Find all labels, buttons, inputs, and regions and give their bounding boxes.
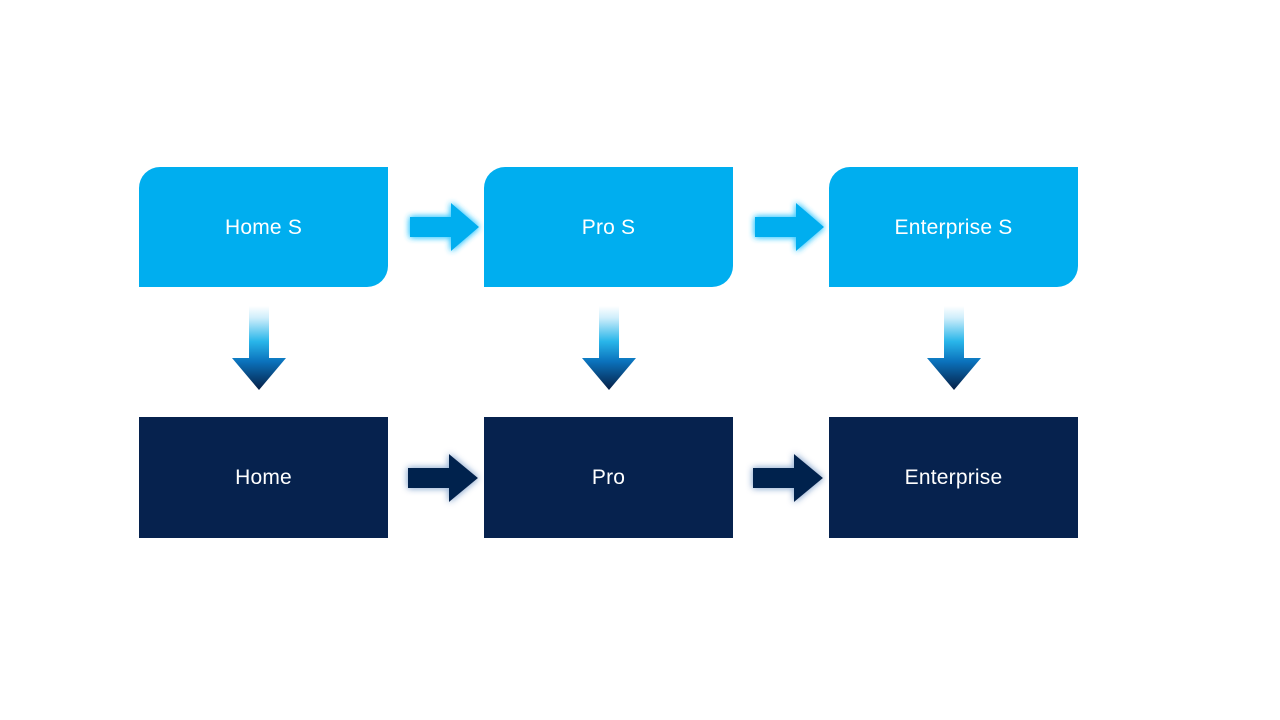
- arrow-pro-to-enterprise-icon: [745, 447, 829, 509]
- node-pro-s-label: Pro S: [581, 215, 636, 239]
- node-home-s[interactable]: Home S: [139, 167, 388, 287]
- node-enterprise[interactable]: Enterprise: [829, 417, 1078, 538]
- node-home-label: Home: [235, 466, 292, 489]
- arrow-enterprise-s-to-enterprise-icon: [923, 306, 985, 394]
- node-enterprise-label: Enterprise: [904, 466, 1003, 489]
- node-home-s-label: Home S: [224, 215, 303, 239]
- arrow-pro-s-to-enterprise-s-icon: [749, 196, 829, 258]
- node-pro-s[interactable]: Pro S: [484, 167, 733, 287]
- node-enterprise-s-label: Enterprise S: [894, 215, 1013, 239]
- node-pro-label: Pro: [591, 466, 626, 489]
- arrow-pro-s-to-pro-icon: [578, 306, 640, 394]
- node-home[interactable]: Home: [139, 417, 388, 538]
- arrow-home-s-to-home-icon: [228, 306, 290, 394]
- node-enterprise-s[interactable]: Enterprise S: [829, 167, 1078, 287]
- arrow-home-to-pro-icon: [400, 447, 484, 509]
- arrow-home-s-to-pro-s-icon: [404, 196, 484, 258]
- node-pro[interactable]: Pro: [484, 417, 733, 538]
